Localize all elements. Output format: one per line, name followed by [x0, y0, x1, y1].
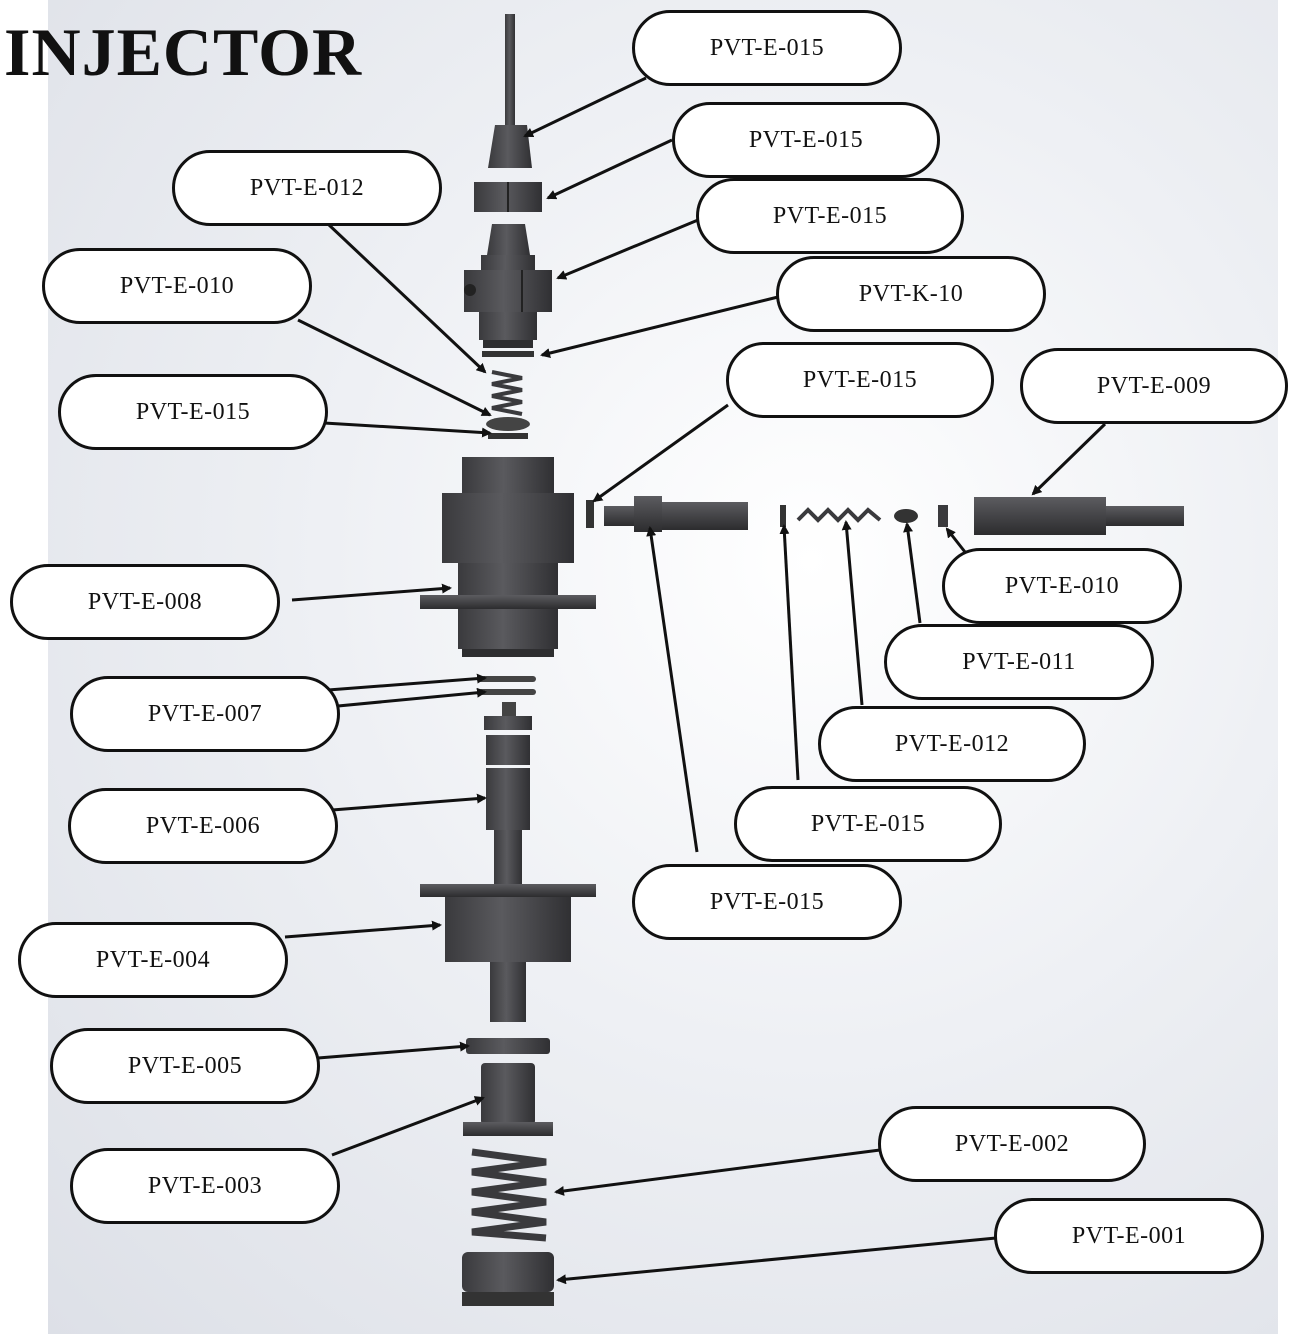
- callout-pvt-e-015: PVT-E-015: [632, 864, 902, 940]
- hex-nut-top: [474, 182, 542, 212]
- callout-pvt-e-012: PVT-E-012: [172, 150, 442, 226]
- nozzle-tip: [488, 125, 532, 168]
- callout-pvt-e-001: PVT-E-001: [994, 1198, 1264, 1274]
- leader-line: [331, 793, 487, 812]
- leader-line: [556, 1236, 997, 1285]
- leader-line: [592, 403, 729, 503]
- callout-pvt-e-008: PVT-E-008: [10, 564, 280, 640]
- leader-line: [779, 524, 800, 781]
- callout-pvt-e-003: PVT-E-003: [70, 1148, 340, 1224]
- callout-pvt-e-006: PVT-E-006: [68, 788, 338, 864]
- side-small-ring: [780, 505, 786, 527]
- callout-pvt-e-015: PVT-E-015: [696, 178, 964, 254]
- callout-pvt-e-010: PVT-E-010: [42, 248, 312, 324]
- leader-line: [284, 920, 442, 939]
- callout-pvt-e-011: PVT-E-011: [884, 624, 1154, 700]
- tappet: [463, 1063, 553, 1136]
- leader-line: [903, 522, 922, 624]
- washer: [466, 1038, 550, 1054]
- leader-lines: [284, 76, 1107, 1285]
- seat-disc: [486, 417, 530, 439]
- leader-line: [337, 687, 487, 708]
- leader-line: [323, 421, 492, 438]
- side-ball: [894, 509, 918, 523]
- leader-line: [841, 520, 864, 706]
- callout-pvt-e-009: PVT-E-009: [1020, 348, 1288, 424]
- leader-line: [291, 583, 452, 602]
- leader-line: [554, 1148, 881, 1196]
- leader-line: [546, 138, 673, 200]
- callout-pvt-e-015: PVT-E-015: [734, 786, 1002, 862]
- leader-line: [540, 295, 779, 358]
- leader-line: [327, 673, 487, 692]
- callout-pvt-e-002: PVT-E-002: [878, 1106, 1146, 1182]
- callout-pvt-e-010: PVT-E-010: [942, 548, 1182, 624]
- leader-line: [331, 1096, 485, 1157]
- spring-large: [471, 1148, 547, 1242]
- callout-pvt-e-005: PVT-E-005: [50, 1028, 320, 1104]
- flange-body: [420, 884, 596, 1022]
- side-housing: [974, 497, 1184, 535]
- leader-line: [1031, 422, 1107, 496]
- main-body: [420, 457, 596, 657]
- nozzle-holder: [464, 224, 552, 348]
- side-shaft: [604, 496, 748, 532]
- side-spring: [796, 507, 882, 523]
- o-ring-small: [482, 351, 534, 357]
- callout-pvt-e-015: PVT-E-015: [672, 102, 940, 178]
- leader-line: [326, 222, 487, 374]
- callout-pvt-e-007: PVT-E-007: [70, 676, 340, 752]
- callout-pvt-e-015: PVT-E-015: [58, 374, 328, 450]
- callout-pvt-e-015: PVT-E-015: [726, 342, 994, 418]
- needle-rod: [505, 14, 515, 126]
- side-coil: [938, 505, 948, 527]
- leader-line: [523, 76, 647, 138]
- callout-pvt-e-015: PVT-E-015: [632, 10, 902, 86]
- shims: [478, 676, 536, 695]
- callout-pvt-k-10: PVT-K-10: [776, 256, 1046, 332]
- plunger: [484, 702, 532, 885]
- leader-line: [297, 318, 492, 417]
- callout-pvt-e-012: PVT-E-012: [818, 706, 1086, 782]
- leader-line: [556, 218, 699, 280]
- callout-pvt-e-004: PVT-E-004: [18, 922, 288, 998]
- side-washer: [586, 500, 594, 528]
- page-title: INJECTOR: [4, 14, 363, 90]
- spring-small: [491, 370, 523, 416]
- leader-line: [646, 526, 699, 853]
- leader-line: [317, 1041, 470, 1060]
- leader-line: [945, 527, 967, 553]
- base-cap: [462, 1252, 554, 1306]
